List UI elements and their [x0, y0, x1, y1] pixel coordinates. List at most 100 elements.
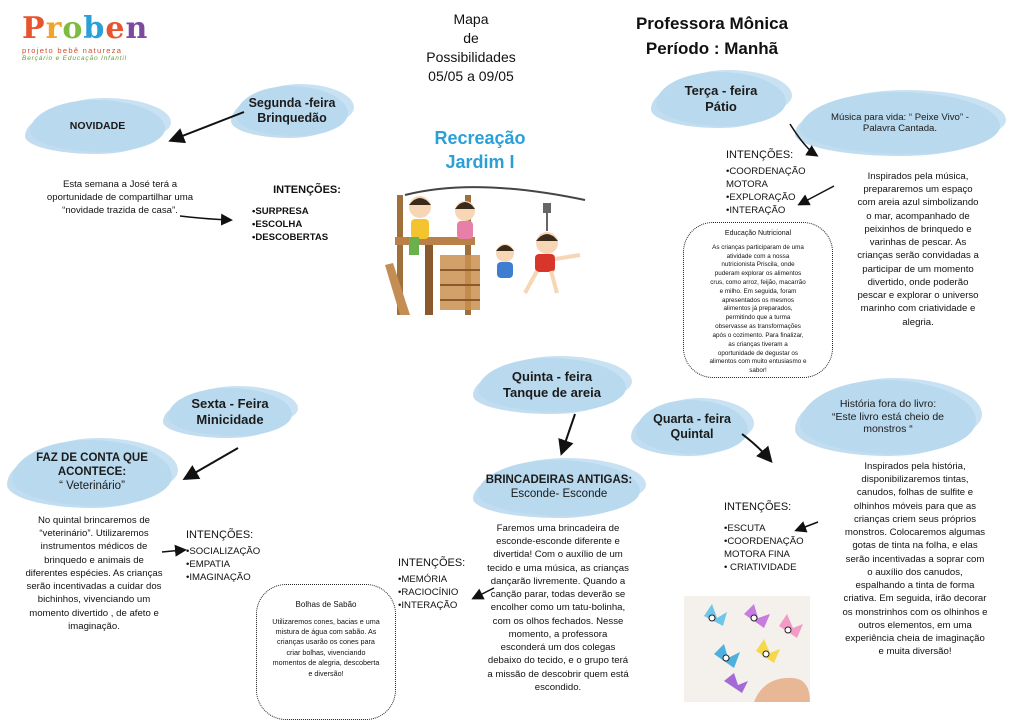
monday-topic: NOVIDADE	[69, 119, 126, 132]
text-line: o mar, acompanhado de	[866, 210, 970, 222]
intention-item: •INTERAÇÃO	[726, 204, 786, 216]
text-line: alimentos com muito entusiasmo e	[709, 358, 807, 366]
text-line: bichinhos, vivenciando um	[37, 594, 151, 606]
text-line: diferentes espécies. As crianças	[25, 567, 163, 579]
friday-location: Minicidade	[196, 412, 264, 427]
wednesday-topic-cloud: História fora do livro:“Este livro está …	[800, 380, 976, 454]
wednesday-topic-line: História fora do livro:	[839, 398, 937, 411]
text-line: olhinhos móveis para que as	[853, 500, 977, 512]
text-line: com areia azul simbolizando	[857, 197, 979, 209]
nutrition-education-box: Educação Nutricional As crianças partici…	[683, 222, 833, 378]
text-line: “veterinário”. Utilizaremos	[39, 528, 149, 540]
text-line: canudos, folhas de sulfite e	[856, 487, 974, 499]
text-line: divertida! Com o auxílio de um	[493, 549, 623, 561]
wednesday-day-name: Quarta - feira	[653, 412, 731, 426]
text-line: Inspirados pela história,	[864, 461, 966, 472]
text-line: alimentos já preparados,	[723, 305, 793, 313]
text-line: atividade com a nossa	[726, 252, 790, 260]
text-line: esconde-esconde diferente e	[496, 536, 620, 548]
thursday-topic-line: BRINCADEIRAS ANTIGAS:	[485, 474, 633, 487]
thursday-topic-line: Esconde- Esconde	[510, 488, 608, 500]
text-line: gotas de tinta na folha, e elas	[852, 540, 978, 552]
text-line: “novidade trazida de casa”.	[62, 205, 178, 217]
arrow-wednesday-topic	[741, 433, 773, 464]
intention-item: •ESCUTA	[724, 522, 766, 534]
tuesday-location: Pátio	[705, 99, 737, 114]
intention-item: •SURPRESA	[252, 205, 309, 217]
teacher-block: Professora Mônica Período : Manhã	[612, 12, 812, 61]
text-line: crianças usarão os cones para	[277, 637, 375, 647]
wednesday-topic-line: “Este livro está cheio de	[831, 410, 945, 423]
text-line: brinquedo e animais de	[44, 554, 144, 566]
text-line: sabor!	[749, 367, 767, 375]
text-line: Inspirados pela música,	[867, 171, 969, 182]
thursday-intentions: INTENÇÕES: •MEMÓRIA •RACIOCÍNIO •INTERAÇ…	[398, 556, 478, 613]
text-line: o auxílio dos canudos,	[867, 566, 963, 578]
intentions-label: INTENÇÕES:	[726, 149, 794, 161]
text-line: No quintal brincaremos de	[38, 515, 150, 526]
intention-item: •EXPLORAÇÃO	[726, 191, 796, 203]
intention-item: •RACIOCÍNIO	[398, 586, 459, 598]
thursday-location: Tanque de areia	[502, 385, 601, 400]
thursday-description: Faremos uma brincadeira de esconde-escon…	[470, 522, 646, 694]
text-line: dançarão livremente. Quando a	[490, 575, 626, 587]
text-line: com os olhos fechados. Nesse	[492, 615, 624, 627]
intentions-label: INTENÇÕES:	[273, 184, 341, 196]
logo-letter: r	[45, 11, 63, 46]
text-line: marinho com criatividade e	[860, 303, 976, 315]
text-line: e muita diversão!	[878, 646, 952, 658]
intentions-label: INTENÇÕES:	[398, 557, 466, 569]
intention-item: MOTORA FINA	[724, 548, 790, 560]
text-line: esconderá um dos colegas	[500, 642, 616, 654]
text-line: puderam explorar os alimentos	[714, 270, 802, 278]
logo-letters: Proben	[22, 14, 148, 44]
box-title: Bolhas de Sabão	[295, 600, 357, 609]
intentions-label: INTENÇÕES:	[186, 529, 254, 541]
text-line: apresentados os mesmos	[721, 296, 795, 304]
text-line: participar de um momento	[862, 263, 974, 275]
monday-intentions: INTENÇÕES: •SURPRESA •ESCOLHA •DESCOBERT…	[252, 183, 362, 245]
text-line: varinhas de pescar. As	[869, 237, 967, 249]
text-line: e diversão!	[308, 668, 344, 678]
soap-bubbles-box: Bolhas de Sabão Utilizaremos cones, baci…	[256, 584, 396, 720]
friday-intentions: INTENÇÕES: •SOCIALIZAÇÃO •EMPATIA •IMAGI…	[186, 528, 286, 585]
text-line: pescar e explorar o universo	[857, 290, 979, 302]
wednesday-description: Inspirados pela história, disponibilizar…	[822, 460, 1008, 659]
logo-word: Proben	[22, 14, 162, 44]
text-line: serão incentivadas a soprar com	[845, 553, 985, 565]
text-line: Faremos uma brincadeira de	[496, 523, 620, 534]
intentions-label: INTENÇÕES:	[724, 501, 792, 513]
wednesday-topic-line: monstros “	[863, 423, 913, 436]
text-line: debaixo do tecido, e o grupo terá	[487, 655, 629, 667]
text-line: crianças criem seus próprios	[853, 513, 977, 525]
text-line: outros elementos, em uma	[858, 619, 972, 631]
tuesday-intentions: INTENÇÕES: •COORDENAÇÃO MOTORA •EXPLORAÇ…	[726, 148, 826, 218]
text-line: mistura de água com sabão. As	[275, 627, 377, 637]
intention-item: •EMPATIA	[186, 558, 231, 570]
playground-illustration	[385, 186, 586, 315]
text-line: criativa. Em seguida, irão decorar	[843, 593, 987, 605]
text-line: após o cozimento. Para finalizar,	[712, 331, 804, 339]
logo-subtagline: Berçário e Educação Infantil	[22, 55, 127, 62]
friday-topic-line: ACONTECE:	[57, 466, 127, 479]
text-line: escondido.	[534, 681, 582, 693]
logo-tagline: projeto bebê natureza	[22, 46, 123, 55]
text-line: momento divertido , de afeto e	[29, 607, 159, 619]
center-title-line: Recreação	[434, 128, 526, 148]
text-line: imaginação.	[68, 620, 120, 632]
intention-item: •IMAGINAÇÃO	[186, 571, 251, 583]
intention-item: •COORDENAÇÃO	[726, 165, 806, 177]
text-line: divertido, onde poderão	[867, 276, 969, 288]
text-line: disponibilizaremos tintas,	[861, 474, 969, 486]
text-line: peixinhos de brinquedo e	[864, 223, 972, 235]
logo-letter: n	[125, 11, 149, 46]
intention-item: MOTORA	[726, 178, 768, 190]
text-line: e milho. Em seguida, foram	[719, 287, 797, 295]
text-line: as crianças tiveram a	[728, 340, 788, 348]
arrow-monday-topic	[168, 111, 245, 144]
thursday-day-name: Quinta - feira	[511, 369, 593, 385]
proben-logo: Proben projeto bebê natureza Berçário e …	[22, 14, 162, 63]
map-title-line: de	[463, 29, 479, 46]
